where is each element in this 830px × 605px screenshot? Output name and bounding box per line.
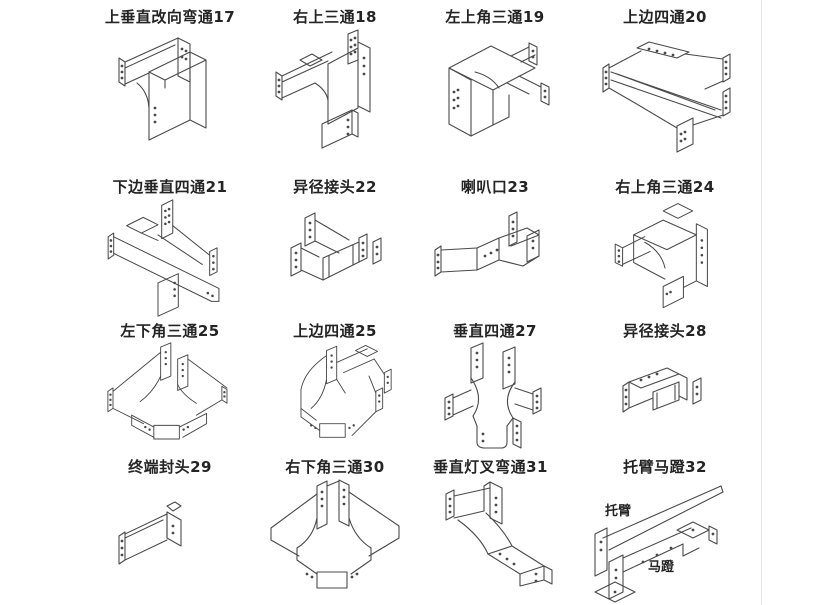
fitting-drawing-28	[575, 342, 755, 456]
cell-fitting-23: 喇叭口23	[415, 176, 575, 318]
cell-fitting-18: 右上三通18	[255, 6, 415, 168]
fitting-drawing-22	[255, 198, 415, 316]
cell-fitting-24: 右上角三通24	[575, 176, 755, 318]
cell-fitting-28: 异径接头28	[575, 320, 755, 456]
fitting-label-18: 右上三通18	[293, 8, 377, 26]
fitting-label-31: 垂直灯叉弯通31	[433, 458, 548, 476]
cell-fitting-20: 上边四通20	[575, 6, 755, 168]
fitting-drawing-27	[415, 342, 575, 456]
fitting-label-27: 垂直四通27	[453, 322, 537, 340]
fitting-label-20: 上边四通20	[623, 8, 707, 26]
fitting-label-25: 左下角三通25	[120, 322, 220, 340]
fitting-label-17: 上垂直改向弯通17	[104, 8, 236, 26]
fitting-label-24: 右上角三通24	[615, 178, 715, 196]
fitting-drawing-23	[415, 198, 575, 316]
fitting-drawing-29	[85, 478, 255, 603]
annotation-bracket-arm: 托臂	[605, 504, 632, 519]
fitting-drawing-30	[255, 478, 415, 603]
fitting-label-29: 终端封头29	[128, 458, 212, 476]
fitting-label-30: 右下角三通30	[285, 458, 385, 476]
fitting-label-21: 下边垂直四通21	[112, 178, 228, 196]
fitting-drawing-19	[415, 28, 575, 166]
cell-fitting-29: 终端封头29	[85, 456, 255, 605]
fitting-drawing-17	[85, 28, 255, 166]
cell-fitting-21: 下边垂直四通21	[85, 176, 255, 318]
fitting-drawing-18	[255, 28, 415, 166]
page-edge-divider	[761, 0, 762, 605]
fitting-label-26: 上边四通25	[293, 322, 377, 340]
cell-fitting-19: 左上角三通19	[415, 6, 575, 168]
fitting-drawing-31	[408, 478, 573, 603]
cell-fitting-17: 上垂直改向弯通17	[85, 6, 255, 168]
fitting-label-23: 喇叭口23	[460, 178, 530, 196]
cell-fitting-30: 右下角三通30	[255, 456, 415, 605]
fitting-drawing-20	[575, 28, 755, 166]
fitting-drawing-21	[85, 198, 255, 318]
annotation-stirrup: 马蹬	[648, 560, 675, 575]
fitting-drawing-24	[575, 198, 755, 316]
cell-fitting-25: 左下角三通25	[85, 320, 255, 456]
fitting-label-19: 左上角三通19	[445, 8, 545, 26]
cell-fitting-26: 上边四通25	[255, 320, 415, 456]
fitting-drawing-32	[575, 478, 755, 603]
fitting-label-22: 异径接头22	[293, 178, 377, 196]
cell-fitting-27: 垂直四通27	[415, 320, 575, 456]
fitting-drawing-26	[255, 342, 415, 456]
cell-fitting-22: 异径接头22	[255, 176, 415, 318]
fitting-drawing-25	[85, 342, 255, 456]
cell-fitting-32: 托臂马蹬32 托臂 马蹬	[575, 456, 755, 605]
cell-fitting-31: 垂直灯叉弯通31	[408, 456, 573, 605]
fitting-label-32: 托臂马蹬32	[623, 458, 707, 476]
fitting-label-28: 异径接头28	[623, 322, 707, 340]
